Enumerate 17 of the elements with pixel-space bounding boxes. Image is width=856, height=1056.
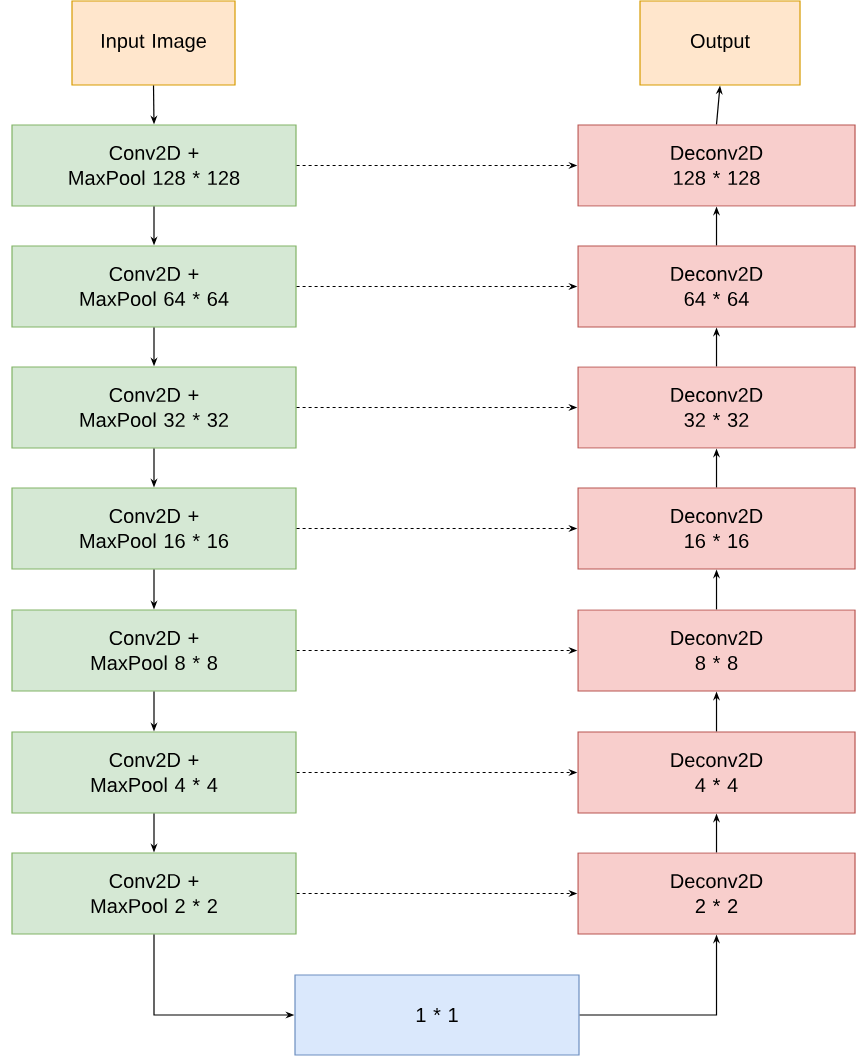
encoder-box: Conv2D + MaxPool 16 * 16 [11,487,297,570]
encoder-box: Conv2D + MaxPool 64 * 64 [11,245,297,328]
decoder-box: Deconv2D 16 * 16 [577,487,856,570]
decoder-box: Deconv2D 128 * 128 [577,124,856,207]
decoder-box: Deconv2D 2 * 2 [577,852,856,935]
bottleneck-box: 1 * 1 [294,974,580,1056]
io-box: Output [639,0,801,86]
io-box: Input Image [71,0,236,86]
decoder-box: Deconv2D 4 * 4 [577,731,856,814]
encoder-box: Conv2D + MaxPool 4 * 4 [11,731,297,814]
encoder-box: Conv2D + MaxPool 32 * 32 [11,366,297,449]
decoder-box: Deconv2D 64 * 64 [577,245,856,328]
encoder-box: Conv2D + MaxPool 2 * 2 [11,852,297,935]
decoder-box: Deconv2D 8 * 8 [577,609,856,692]
decoder-box: Deconv2D 32 * 32 [577,366,856,449]
encoder-box: Conv2D + MaxPool 8 * 8 [11,609,297,692]
encoder-box: Conv2D + MaxPool 128 * 128 [11,124,297,207]
